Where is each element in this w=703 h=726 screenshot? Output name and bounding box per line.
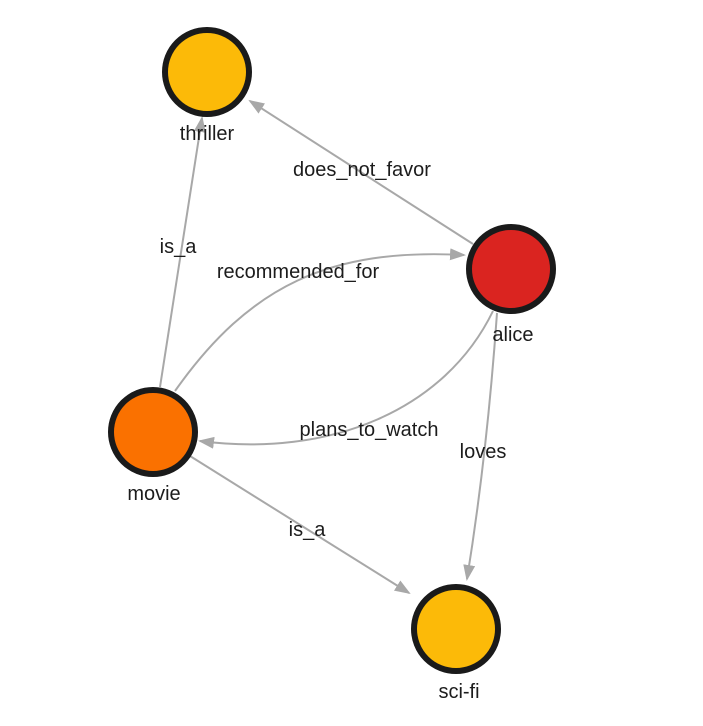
edge-label-loves: loves — [460, 441, 507, 463]
edge-label-does-not-favor: does_not_favor — [293, 159, 431, 181]
label-layer: thriller alice movie sci-fi is_a does_no… — [127, 123, 533, 703]
edge-movie-is-a-sci-fi — [189, 455, 411, 595]
node-alice[interactable] — [466, 224, 556, 314]
edge-movie-recommended-for-alice — [174, 248, 466, 392]
edge-movie-is-a-thriller — [159, 116, 206, 388]
node-thriller[interactable] — [162, 27, 252, 117]
edge-label-is-a-top: is_a — [160, 236, 198, 258]
node-label-alice: alice — [492, 324, 533, 346]
edge-label-is-a-bottom: is_a — [289, 519, 327, 541]
edge-alice-loves-sci-fi — [463, 312, 498, 581]
edge-label-recommended-for: recommended_for — [217, 261, 380, 283]
edge-layer — [159, 99, 498, 595]
node-label-sci-fi: sci-fi — [438, 681, 479, 703]
edge-alice-does-not-favor-thriller — [248, 99, 474, 245]
node-label-movie: movie — [127, 483, 180, 505]
edge-label-plans-to-watch: plans_to_watch — [300, 419, 439, 441]
node-label-thriller: thriller — [180, 123, 235, 145]
node-layer — [108, 27, 556, 674]
node-movie[interactable] — [108, 387, 198, 477]
node-sci-fi[interactable] — [411, 584, 501, 674]
edge-alice-plans-to-watch-movie — [198, 310, 494, 449]
